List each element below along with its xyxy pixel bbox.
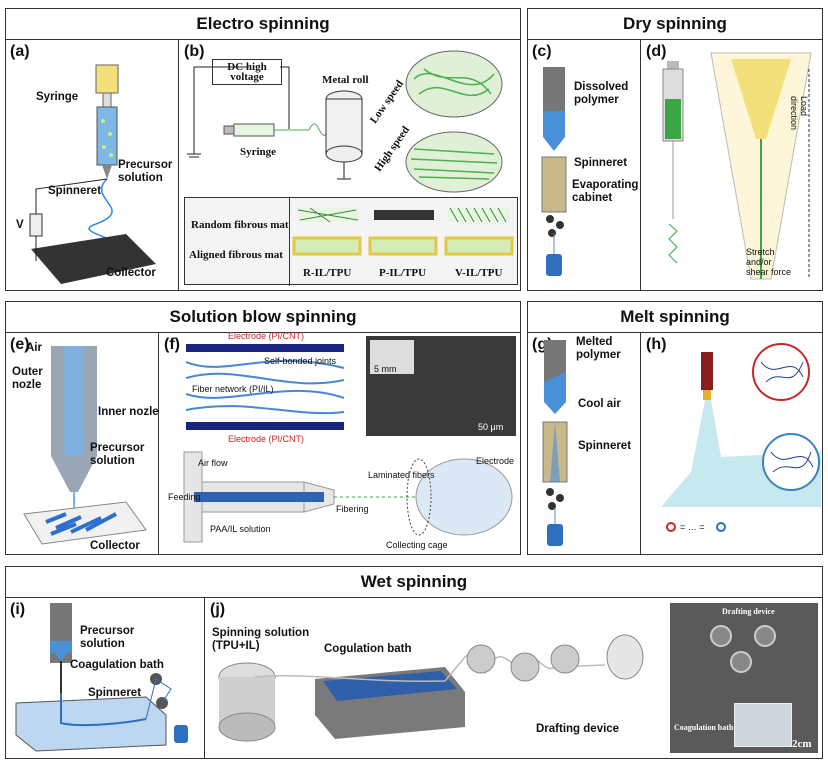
precursor-e-label: Precursor solution	[90, 442, 145, 467]
panel-a-label: (a)	[10, 43, 30, 60]
inner-nozzle-label: Inner nozle	[98, 406, 159, 418]
melt-spinning-title: Melt spinning	[528, 302, 822, 333]
panel-b-divider	[178, 39, 179, 290]
cool-air-label: Cool air	[578, 398, 621, 410]
panel-d-divider	[640, 39, 641, 290]
air-flow-label: Air flow	[198, 458, 228, 468]
melt-spinning-molecular-drawing	[661, 343, 821, 532]
panel-b-label: (b)	[184, 43, 205, 60]
melt-spinning-drawing	[542, 340, 568, 546]
v-il-tpu-label: V-IL/TPU	[455, 267, 503, 279]
spinneret-i-label: Spinneret	[88, 687, 142, 699]
panel-d-label: (d)	[646, 43, 667, 60]
photo-beaker	[734, 703, 792, 747]
panel-f-label: (f)	[164, 336, 180, 353]
fibering-label: Fibering	[336, 504, 369, 514]
collecting-cage-label: Collecting cage	[386, 540, 448, 550]
photo-scale-label: 2cm	[792, 738, 812, 750]
panel-j-label: (j)	[210, 601, 226, 618]
dry-spinning-title: Dry spinning	[528, 9, 822, 40]
fiber-network-diagram	[186, 344, 345, 430]
self-bonded-joints-label: Self-bonded joints	[264, 356, 337, 366]
precursor-i-label: Precursor solution	[80, 625, 135, 650]
wet-spinning-line-drawing	[218, 634, 644, 742]
stretch-shear-label: Stretch and/or shear force	[746, 247, 792, 277]
blow-spinning-nozzle-drawing	[23, 346, 147, 545]
syringe-b-label: Syringe	[240, 146, 277, 158]
panel-j-divider	[204, 597, 205, 758]
electrode-top-label: Electrode (PI/CNT)	[228, 331, 305, 341]
wet-spinning-panel: Wet spinning (i) Precursor solution Coag…	[5, 566, 823, 759]
sample-inset	[370, 340, 414, 374]
mat-divider	[289, 198, 290, 286]
dry-spinning-detail-drawing	[662, 52, 812, 280]
drafting-device-label: Drafting device	[536, 723, 620, 735]
aligned-mat-label: Aligned fibrous mat	[189, 249, 283, 261]
collector-label: Collector	[106, 267, 156, 279]
scale-50um-label: 50 μm	[478, 422, 504, 432]
melt-spinning-panel: Melt spinning (g) Melted polymer Cool ai…	[527, 301, 823, 555]
evaporating-cabinet-label: Evaporating cabinet	[572, 179, 639, 204]
scale-5mm-label: 5 mm	[374, 364, 397, 374]
r-il-tpu-label: R-IL/TPU	[303, 267, 352, 279]
load-direction-label: Load direction	[789, 96, 809, 131]
panel-h-divider	[640, 332, 641, 554]
wet-spinning-setup-drawing	[15, 603, 188, 752]
collector-e-label: Collector	[90, 540, 140, 552]
feeding-label: Feeding	[168, 492, 201, 502]
photo-roller-2	[754, 625, 776, 647]
sem-image: 5 mm 50 μm	[366, 336, 516, 436]
melt-legend: = … =	[680, 522, 705, 532]
outer-nozzle-label: Outer nozle	[12, 366, 43, 391]
dry-spinning-panel: Dry spinning (c) Dissolved polymer Spinn…	[527, 8, 823, 291]
random-mat-label: Random fibrous mat	[191, 219, 289, 231]
panel-i-label: (i)	[10, 601, 26, 618]
wet-spinning-title: Wet spinning	[6, 567, 822, 598]
spinneret-g-label: Spinneret	[578, 440, 632, 452]
cogulation-bath-label: Cogulation bath	[324, 643, 412, 655]
paa-il-solution-label: PAA/IL solution	[210, 524, 271, 534]
wet-spinning-photo: Drafting device Coagulation bath 2cm	[670, 603, 818, 753]
melted-polymer-label: Melted polymer	[576, 336, 621, 361]
photo-bath-label: Coagulation bath	[674, 723, 734, 732]
photo-roller-1	[710, 625, 732, 647]
fiber-network-label: Fiber network (PI/IL)	[192, 384, 274, 394]
precursor-solution-label: Precursor solution	[118, 159, 173, 184]
mats-patterns	[292, 207, 514, 256]
laminated-fibers-label: Laminated fibers	[368, 470, 435, 480]
dry-spinning-drawing	[541, 67, 567, 276]
panel-e-label: (e)	[10, 336, 30, 353]
spinning-solution-label: Spinning solution (TPU+IL)	[212, 627, 310, 652]
dissolved-polymer-label: Dissolved polymer	[574, 81, 629, 106]
p-il-tpu-label: P-IL/TPU	[379, 267, 427, 279]
electrospinning-roll-drawing	[187, 50, 503, 193]
electro-spinning-title: Electro spinning	[6, 9, 520, 40]
coagulation-bath-i-label: Coagulation bath	[70, 659, 164, 671]
mats-comparison-box: Random fibrous mat Aligned fibrous mat R…	[184, 197, 518, 286]
panel-c-label: (c)	[532, 43, 552, 60]
metal-roll-label: Metal roll	[322, 74, 369, 86]
photo-roller-3	[730, 651, 752, 673]
photo-drafting-label: Drafting device	[722, 607, 775, 616]
solution-blow-panel: Solution blow spinning (e) Air Outer noz…	[5, 301, 521, 555]
electrode-bottom-label: Electrode (PI/CNT)	[228, 434, 305, 444]
blow-spinning-process-diagram	[183, 451, 513, 543]
spinneret-c-label: Spinneret	[574, 157, 628, 169]
syringe-label: Syringe	[36, 91, 79, 103]
spinneret-label: Spinneret	[48, 185, 102, 197]
electro-spinning-panel: Electro spinning (a) Syringe Precursor s…	[5, 8, 521, 291]
electrospinning-setup-drawing	[29, 64, 156, 284]
air-label: Air	[26, 342, 42, 354]
panel-h-label: (h)	[646, 336, 667, 353]
solution-blow-title: Solution blow spinning	[6, 302, 520, 333]
voltage-label: V	[16, 219, 24, 231]
panel-f-divider	[158, 332, 159, 554]
electrode-label: Electrode	[476, 456, 515, 466]
